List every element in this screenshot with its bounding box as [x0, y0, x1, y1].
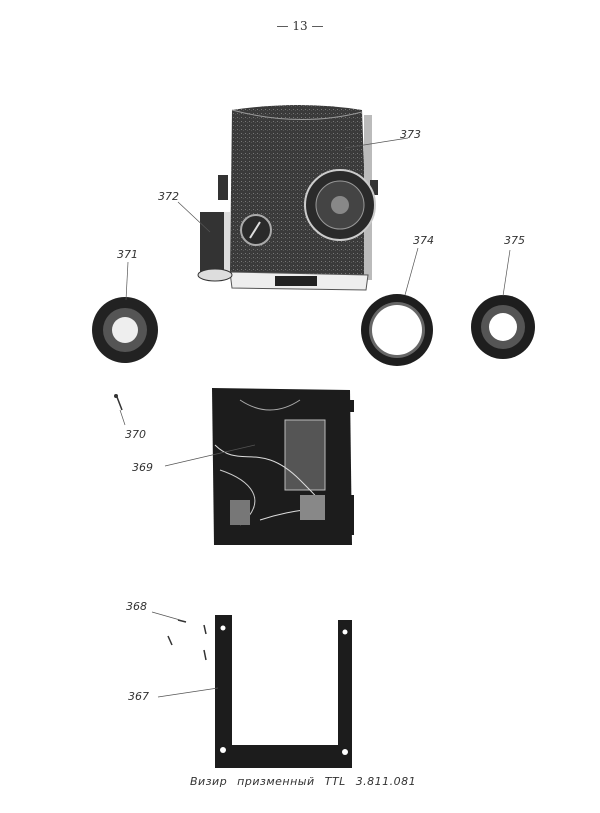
figure-caption: Визир призменный TTL 3.811.081 — [190, 775, 417, 788]
circuit-board-369 — [212, 388, 354, 545]
ring-371 — [92, 297, 158, 363]
callout-373: 373 — [400, 128, 421, 141]
callout-371: 371 — [117, 248, 138, 261]
screws-368 — [167, 619, 207, 661]
leader-lines — [119, 137, 511, 698]
ring-374 — [361, 294, 433, 366]
callout-369: 369 — [132, 461, 153, 474]
eyepiece-372 — [197, 212, 233, 282]
ring-375 — [471, 295, 535, 359]
callout-370: 370 — [125, 428, 146, 441]
callout-375: 375 — [504, 234, 525, 247]
callout-372: 372 — [158, 190, 179, 203]
callout-374: 374 — [413, 234, 434, 247]
screw-370 — [114, 394, 123, 411]
callout-367: 367 — [128, 690, 149, 703]
callout-368: 368 — [126, 600, 147, 613]
prism-housing-373 — [218, 105, 378, 291]
page-number: — 13 — — [276, 19, 324, 33]
frame-367 — [215, 615, 352, 768]
